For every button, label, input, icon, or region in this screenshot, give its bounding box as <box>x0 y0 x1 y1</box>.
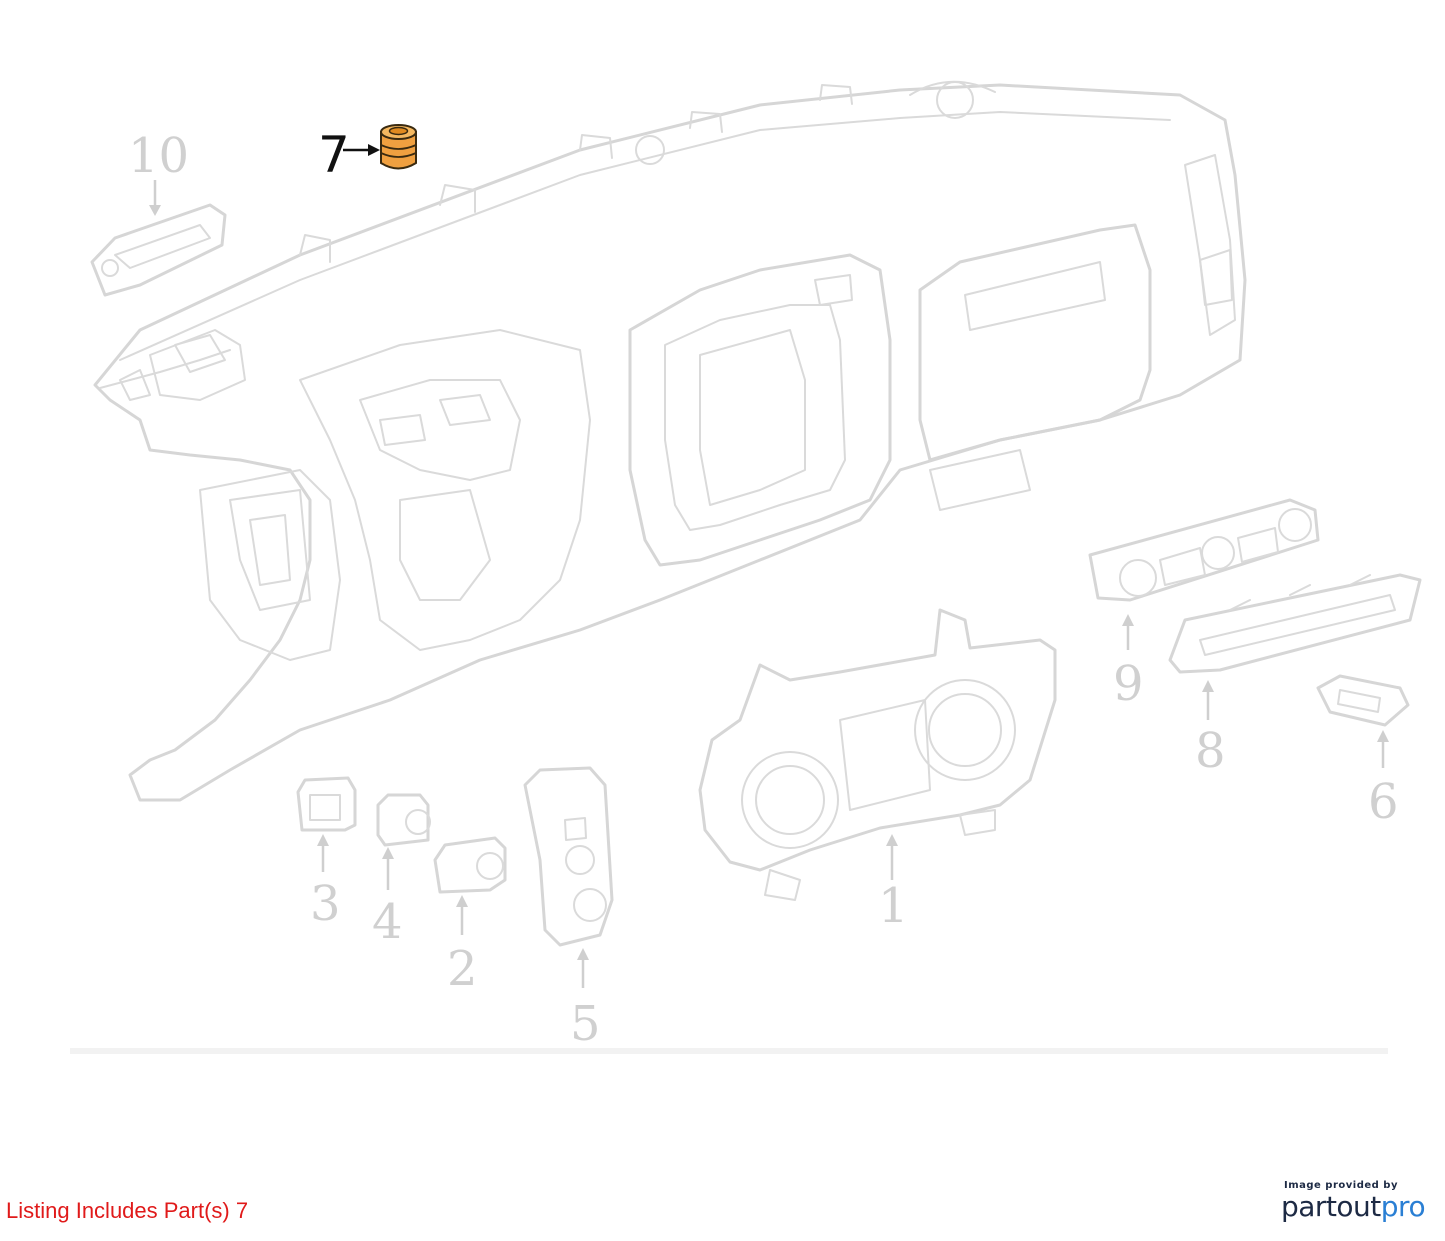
part-1-shape <box>698 608 1057 901</box>
logo-part-pro: pro <box>1380 1190 1426 1223</box>
part-9-shape <box>1088 498 1320 602</box>
part-7-shape <box>380 124 417 170</box>
part-4-shape <box>376 793 431 847</box>
partoutpro-logo: partoutpro <box>1281 1190 1426 1223</box>
callout-9: 9 <box>1113 656 1144 712</box>
callout-1: 1 <box>878 878 909 934</box>
part-3-shape <box>296 776 357 832</box>
callout-6: 6 <box>1368 774 1399 830</box>
callout-7: 7 <box>318 126 350 184</box>
dashboard-frame <box>93 80 1247 802</box>
diagram-baseline <box>70 1048 1388 1054</box>
callout-5: 5 <box>570 996 601 1052</box>
callout-4: 4 <box>372 894 403 950</box>
image-credit-label: Image provided by <box>1284 1180 1398 1191</box>
part-8-shape <box>1168 573 1422 674</box>
part-10-shape <box>90 203 227 297</box>
part-6-shape <box>1316 674 1410 727</box>
logo-part-partout: partout <box>1281 1190 1381 1223</box>
listing-caption: Listing Includes Part(s) 7 <box>6 1198 249 1223</box>
highlighted-part-7: 7 <box>318 124 417 184</box>
callout-2: 2 <box>447 941 478 997</box>
callout-8: 8 <box>1195 723 1226 779</box>
callout-10: 10 <box>128 128 189 184</box>
callout-3: 3 <box>310 876 341 932</box>
part-5-shape <box>523 766 614 947</box>
part-2-shape <box>433 836 507 894</box>
callout-arrows <box>149 180 1389 988</box>
